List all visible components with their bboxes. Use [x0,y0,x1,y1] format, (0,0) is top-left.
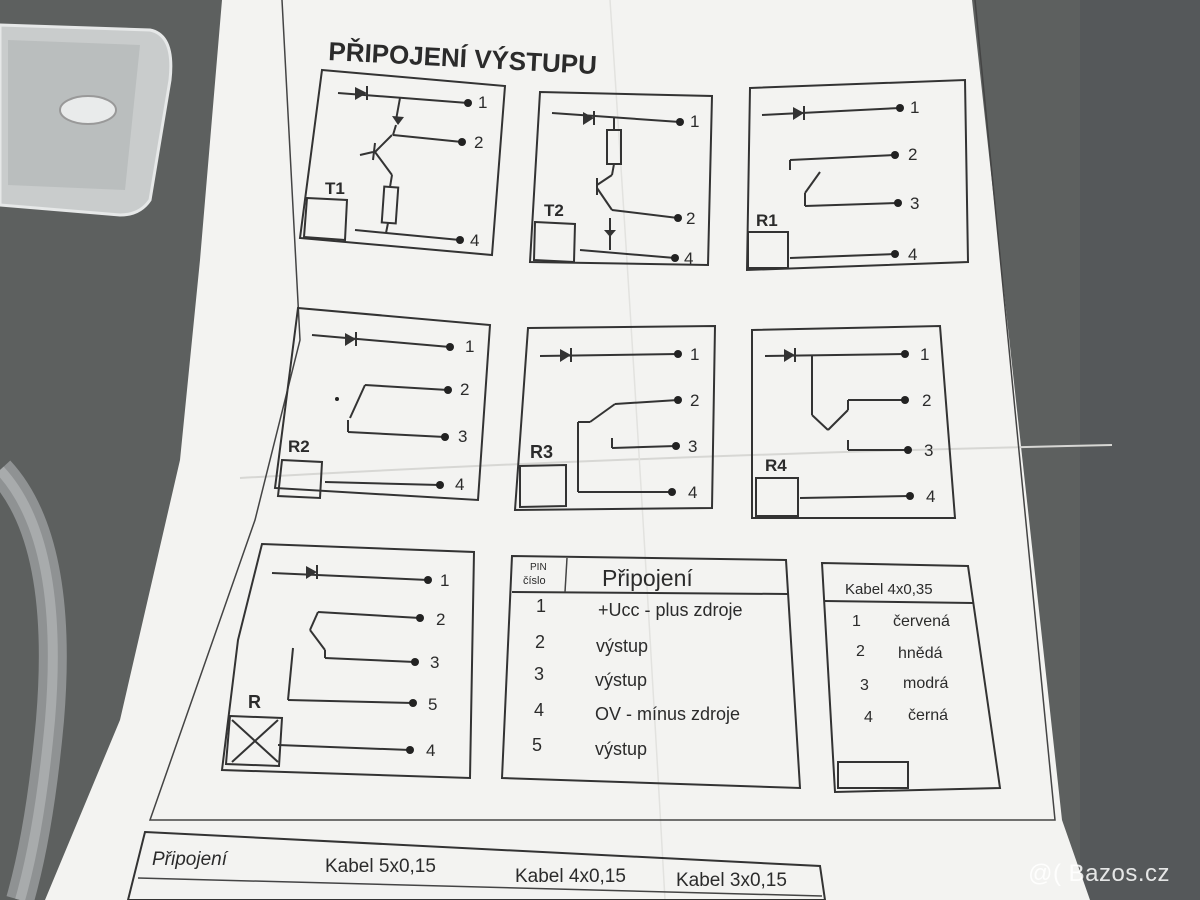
cable-color: černá [908,707,948,724]
pin-label: 1 [690,112,699,131]
pin-label: 2 [908,145,917,164]
pin-label: 1 [920,345,929,364]
conn-desc: OV - mínus zdroje [595,704,740,724]
cable-color: hnědá [898,645,943,662]
pin-label: 2 [474,133,483,152]
pin-label: 1 [465,337,474,356]
conn-desc: výstup [595,739,647,759]
diagram-r: 1 2 3 5 4 R [220,542,476,780]
conn-pin: 1 [536,596,546,616]
bottom-col-cable4: Kabel 4x0,15 [515,866,626,887]
pin-label: 1 [910,98,919,117]
cable-pin: 1 [852,613,861,630]
bottom-col-cable3: Kabel 3x0,15 [676,870,787,891]
pin-label: 4 [455,475,464,494]
pin-label: 2 [686,209,695,228]
conn-pin: 4 [534,700,544,720]
diagram-r3: 1 2 3 4 R3 [513,324,717,512]
reflector-object [0,23,173,217]
diagram-label: T2 [544,201,564,220]
cable-color: červená [893,613,950,630]
watermark-text: @( Bazos.cz [1028,860,1170,887]
bottom-col-cable5: Kabel 5x0,15 [325,856,436,877]
paper-fold [239,444,1113,479]
pin-label: 4 [684,249,693,268]
connection-table: PIN číslo Připojení 1 +Ucc - plus zdroje… [500,554,802,790]
diagram-t2: 1 2 4 T2 [528,90,714,268]
bottom-table: Připojení Kabel 5x0,15 Kabel 4x0,15 Kabe… [126,830,827,900]
pin-label: 4 [688,483,697,502]
workbench-shadow [1080,0,1200,900]
diagram-r2: 1 2 3 4 R2 [273,306,492,502]
pin-label: 4 [926,487,935,506]
conn-desc: výstup [595,670,647,690]
diagram-r4: 1 2 3 4 R4 [751,324,957,519]
pin-label: 5 [428,695,437,714]
pin-label: 3 [910,194,919,213]
diagram-r1: 1 2 3 4 R1 [745,78,970,272]
pin-label: 4 [470,231,479,250]
cable-pin: 3 [860,677,869,694]
pin-label: 2 [460,380,469,399]
cable-pin: 2 [856,643,865,660]
pin-header-sub: číslo [523,575,546,587]
conn-desc: +Ucc - plus zdroje [598,600,743,620]
diagram-t1: 1 2 4 T1 [298,68,507,257]
pin-label: 4 [908,245,917,264]
pin-label: 1 [478,93,487,112]
conn-pin: 2 [535,632,545,652]
conn-pin: 3 [534,664,544,684]
page-frame [148,0,1056,821]
diagram-label: R [248,692,261,712]
connection-header: Připojení [602,565,693,591]
cable-header: Kabel 4x0,35 [845,581,933,598]
bottom-col-connection: Připojení [152,849,229,870]
conn-desc: výstup [596,636,648,656]
pin-label: 1 [690,345,699,364]
pin-label: 4 [426,741,435,760]
diagram-label: R4 [765,456,787,475]
diagram-label: R2 [288,437,310,456]
pin-label: 1 [440,571,449,590]
pin-label: 2 [436,610,445,629]
pin-label: 3 [688,437,697,456]
pin-label: 3 [458,427,467,446]
diagram-label: T1 [325,179,345,198]
diagram-label: R3 [530,442,553,462]
cable-table: Kabel 4x0,35 1 červená 2 hnědá 3 modrá 4… [820,561,1002,794]
pin-label: 3 [924,441,933,460]
cable-pin: 4 [864,709,873,726]
pin-label: 2 [922,391,931,410]
pin-label: 3 [430,653,439,672]
pin-header: PIN [530,562,547,573]
pin-label: 2 [690,391,699,410]
diagram-label: R1 [756,211,778,230]
conn-pin: 5 [532,735,542,755]
cable-color: modrá [903,675,948,692]
